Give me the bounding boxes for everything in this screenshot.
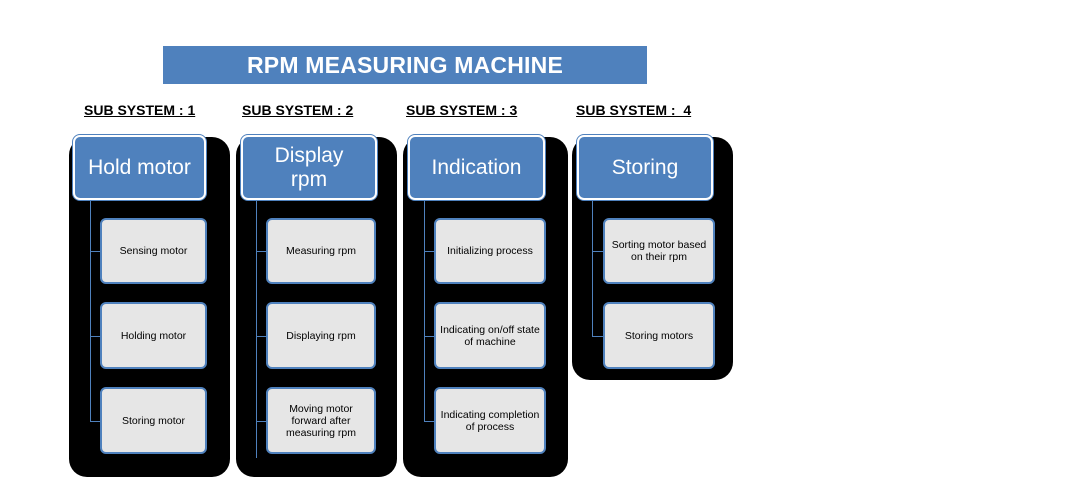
subsystem-1-child-3: Storing motor	[100, 387, 207, 454]
subsystem-1-child-1: Sensing motor	[100, 218, 207, 284]
subsystem-2-branch-2	[256, 336, 267, 337]
subsystem-2-label: SUB SYSTEM : 2	[242, 102, 354, 118]
subsystem-1-child-2: Holding motor	[100, 302, 207, 369]
subsystem-1-branch-2	[90, 336, 101, 337]
subsystem-3-branch-1	[424, 251, 435, 252]
subsystem-2-branch-1	[256, 251, 267, 252]
subsystem-3-child-2: Indicating on/off state of machine	[434, 302, 546, 369]
subsystem-4-head: Storing	[577, 135, 713, 200]
subsystem-1-connector	[90, 200, 91, 422]
subsystem-2-head: Display rpm	[241, 135, 377, 200]
subsystem-1-branch-3	[90, 421, 101, 422]
subsystem-4-label: SUB SYSTEM : 4	[576, 102, 692, 118]
subsystem-2-child-1: Measuring rpm	[266, 218, 376, 284]
subsystem-3-child-1: Initializing process	[434, 218, 546, 284]
subsystem-1-head: Hold motor	[73, 135, 206, 200]
subsystem-4-branch-1	[592, 251, 603, 252]
subsystem-2-child-3: Moving motor forward after measuring rpm	[266, 387, 376, 454]
subsystem-3-label: SUB SYSTEM : 3	[406, 102, 518, 118]
subsystem-4-child-1: Sorting motor based on their rpm	[603, 218, 715, 284]
subsystem-2-connector	[256, 200, 257, 458]
subsystem-3-child-3: Indicating completion of process	[434, 387, 546, 454]
subsystem-2-child-2: Displaying rpm	[266, 302, 376, 369]
subsystem-1-label: SUB SYSTEM : 1	[84, 102, 196, 118]
subsystem-1-branch-1	[90, 251, 101, 252]
subsystem-4-branch-2	[592, 336, 603, 337]
subsystem-2-branch-3	[256, 421, 267, 422]
subsystem-3-branch-3	[424, 421, 435, 422]
subsystem-3-head: Indication	[408, 135, 545, 200]
subsystem-4-connector	[592, 200, 593, 337]
subsystem-3-connector	[424, 200, 425, 422]
subsystem-4-child-2: Storing motors	[603, 302, 715, 369]
subsystem-3-branch-2	[424, 336, 435, 337]
diagram-title: RPM MEASURING MACHINE	[163, 46, 647, 84]
